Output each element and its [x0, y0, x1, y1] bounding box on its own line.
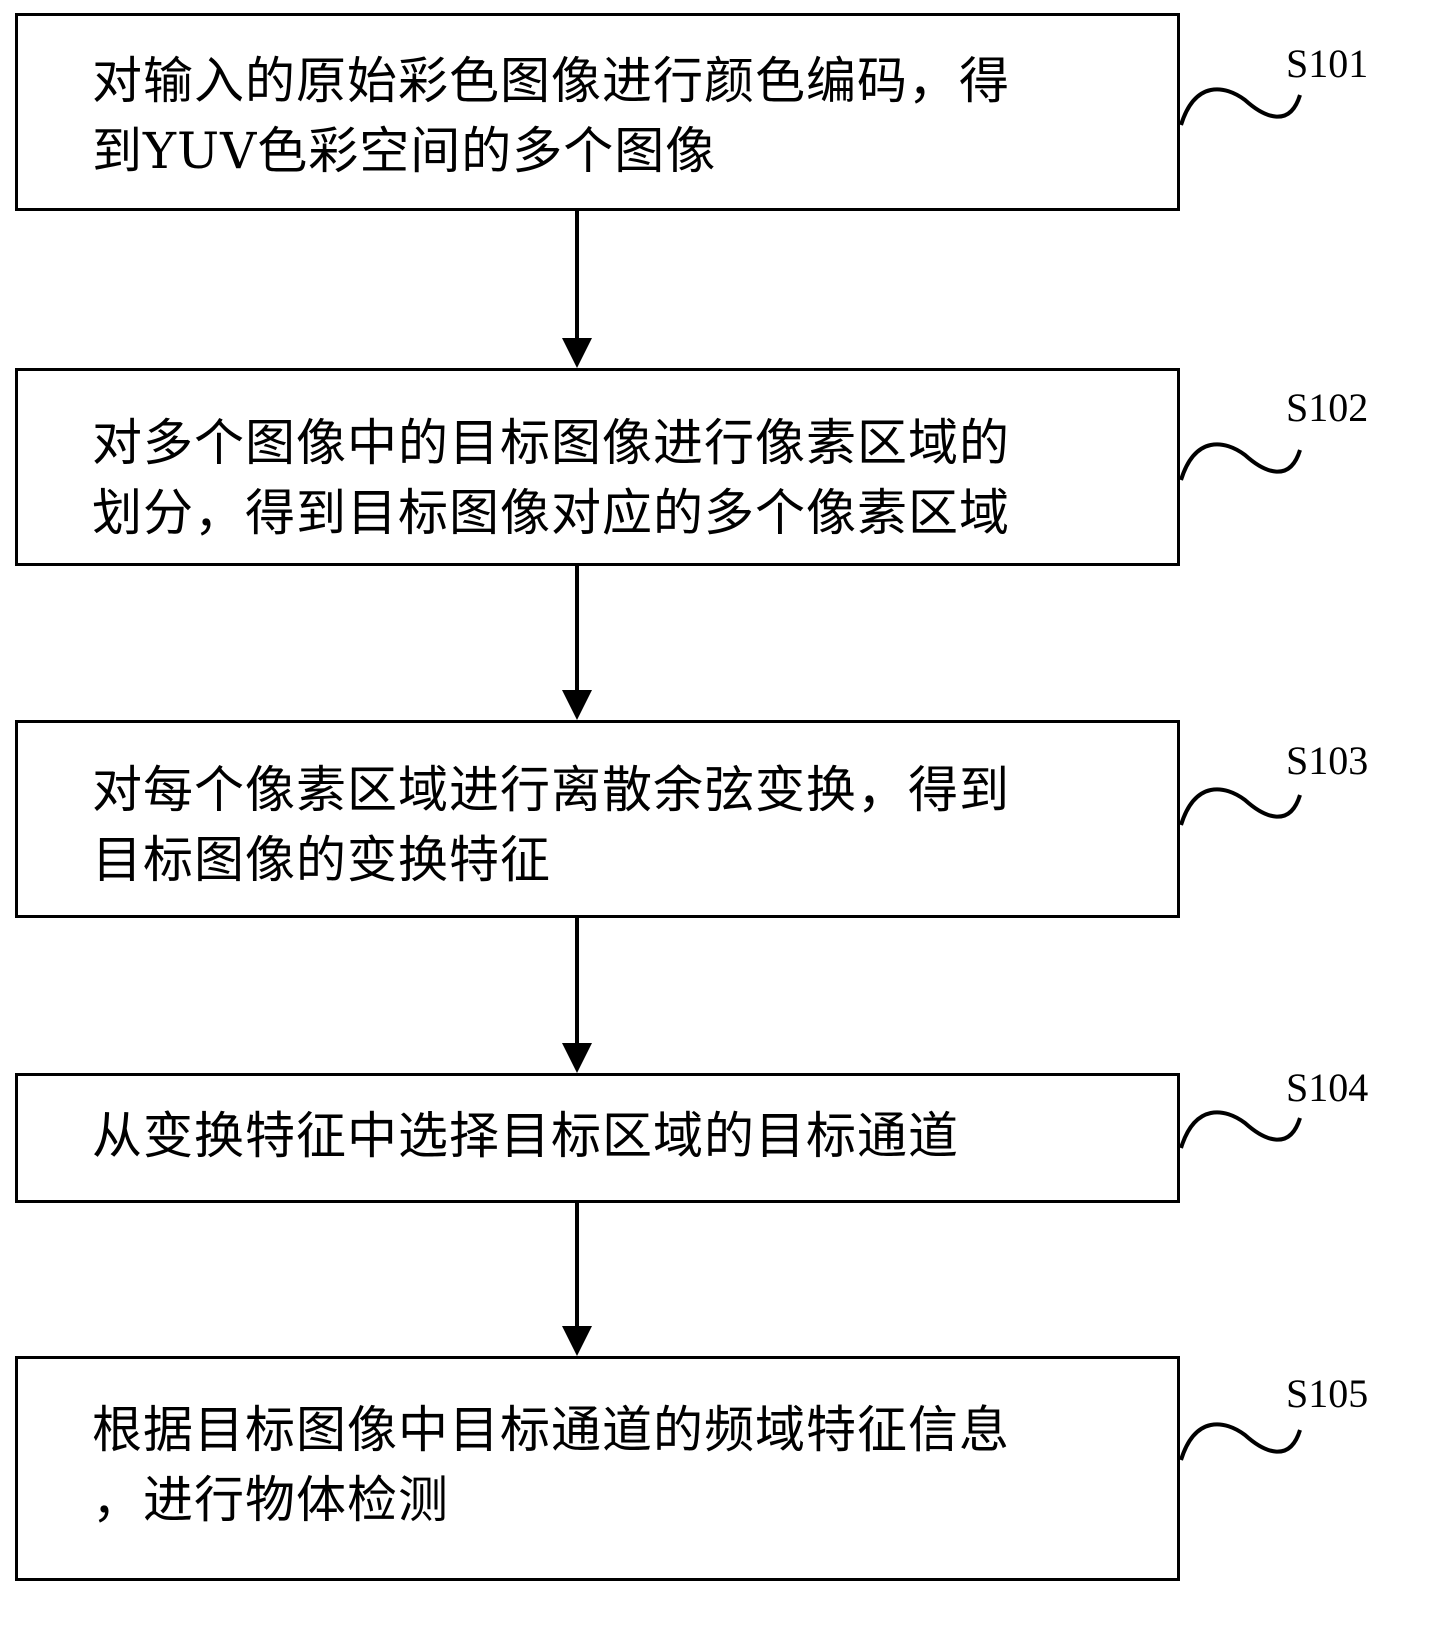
step-text-line: 根据目标图像中目标通道的频域特征信息	[92, 1401, 1010, 1459]
step-text-line: 划分，得到目标图像对应的多个像素区域	[92, 484, 1010, 542]
step-label-s103: S103	[1286, 738, 1369, 783]
step-text-line: 目标图像的变换特征	[92, 831, 551, 889]
step-text-line: 对每个像素区域进行离散余弦变换，得到	[92, 761, 1010, 819]
step-text-s103: 对每个像素区域进行离散余弦变换，得到 目标图像的变换特征	[92, 755, 1117, 895]
step-label-s102: S102	[1286, 385, 1369, 430]
step-box-s103: 对每个像素区域进行离散余弦变换，得到 目标图像的变换特征	[15, 720, 1180, 918]
arrow-s101-s102	[562, 211, 592, 368]
leader-squiggle-s102	[1179, 442, 1302, 481]
step-text-s104: 从变换特征中选择目标区域的目标通道	[92, 1101, 1117, 1171]
step-box-s104: 从变换特征中选择目标区域的目标通道	[15, 1073, 1180, 1203]
step-text-line: 对输入的原始彩色图像进行颜色编码，得	[92, 52, 1010, 110]
step-text-line: 对多个图像中的目标图像进行像素区域的	[92, 414, 1010, 472]
leader-squiggle-s103	[1179, 787, 1302, 826]
step-text-s102: 对多个图像中的目标图像进行像素区域的 划分，得到目标图像对应的多个像素区域	[92, 408, 1117, 548]
step-text-line: 到YUV色彩空间的多个图像	[92, 122, 717, 180]
step-box-s105: 根据目标图像中目标通道的频域特征信息 ，进行物体检测	[15, 1356, 1180, 1581]
arrow-s104-s105	[562, 1203, 592, 1356]
step-label-s104: S104	[1286, 1065, 1369, 1110]
leader-squiggle-s104	[1179, 1110, 1302, 1149]
step-label-s101: S101	[1286, 41, 1369, 86]
arrow-s103-s104	[562, 918, 592, 1073]
step-text-line: ，进行物体检测	[92, 1471, 449, 1529]
arrow-s102-s103	[562, 566, 592, 720]
step-label-s105: S105	[1286, 1371, 1369, 1416]
leader-squiggle-s105	[1179, 1422, 1302, 1461]
step-text-line: 从变换特征中选择目标区域的目标通道	[92, 1107, 959, 1165]
step-text-s105: 根据目标图像中目标通道的频域特征信息 ，进行物体检测	[92, 1395, 1117, 1535]
step-text-s101: 对输入的原始彩色图像进行颜色编码，得 到YUV色彩空间的多个图像	[92, 46, 1117, 186]
leader-squiggle-s101	[1179, 87, 1302, 126]
step-box-s102: 对多个图像中的目标图像进行像素区域的 划分，得到目标图像对应的多个像素区域	[15, 368, 1180, 566]
step-box-s101: 对输入的原始彩色图像进行颜色编码，得 到YUV色彩空间的多个图像	[15, 13, 1180, 211]
